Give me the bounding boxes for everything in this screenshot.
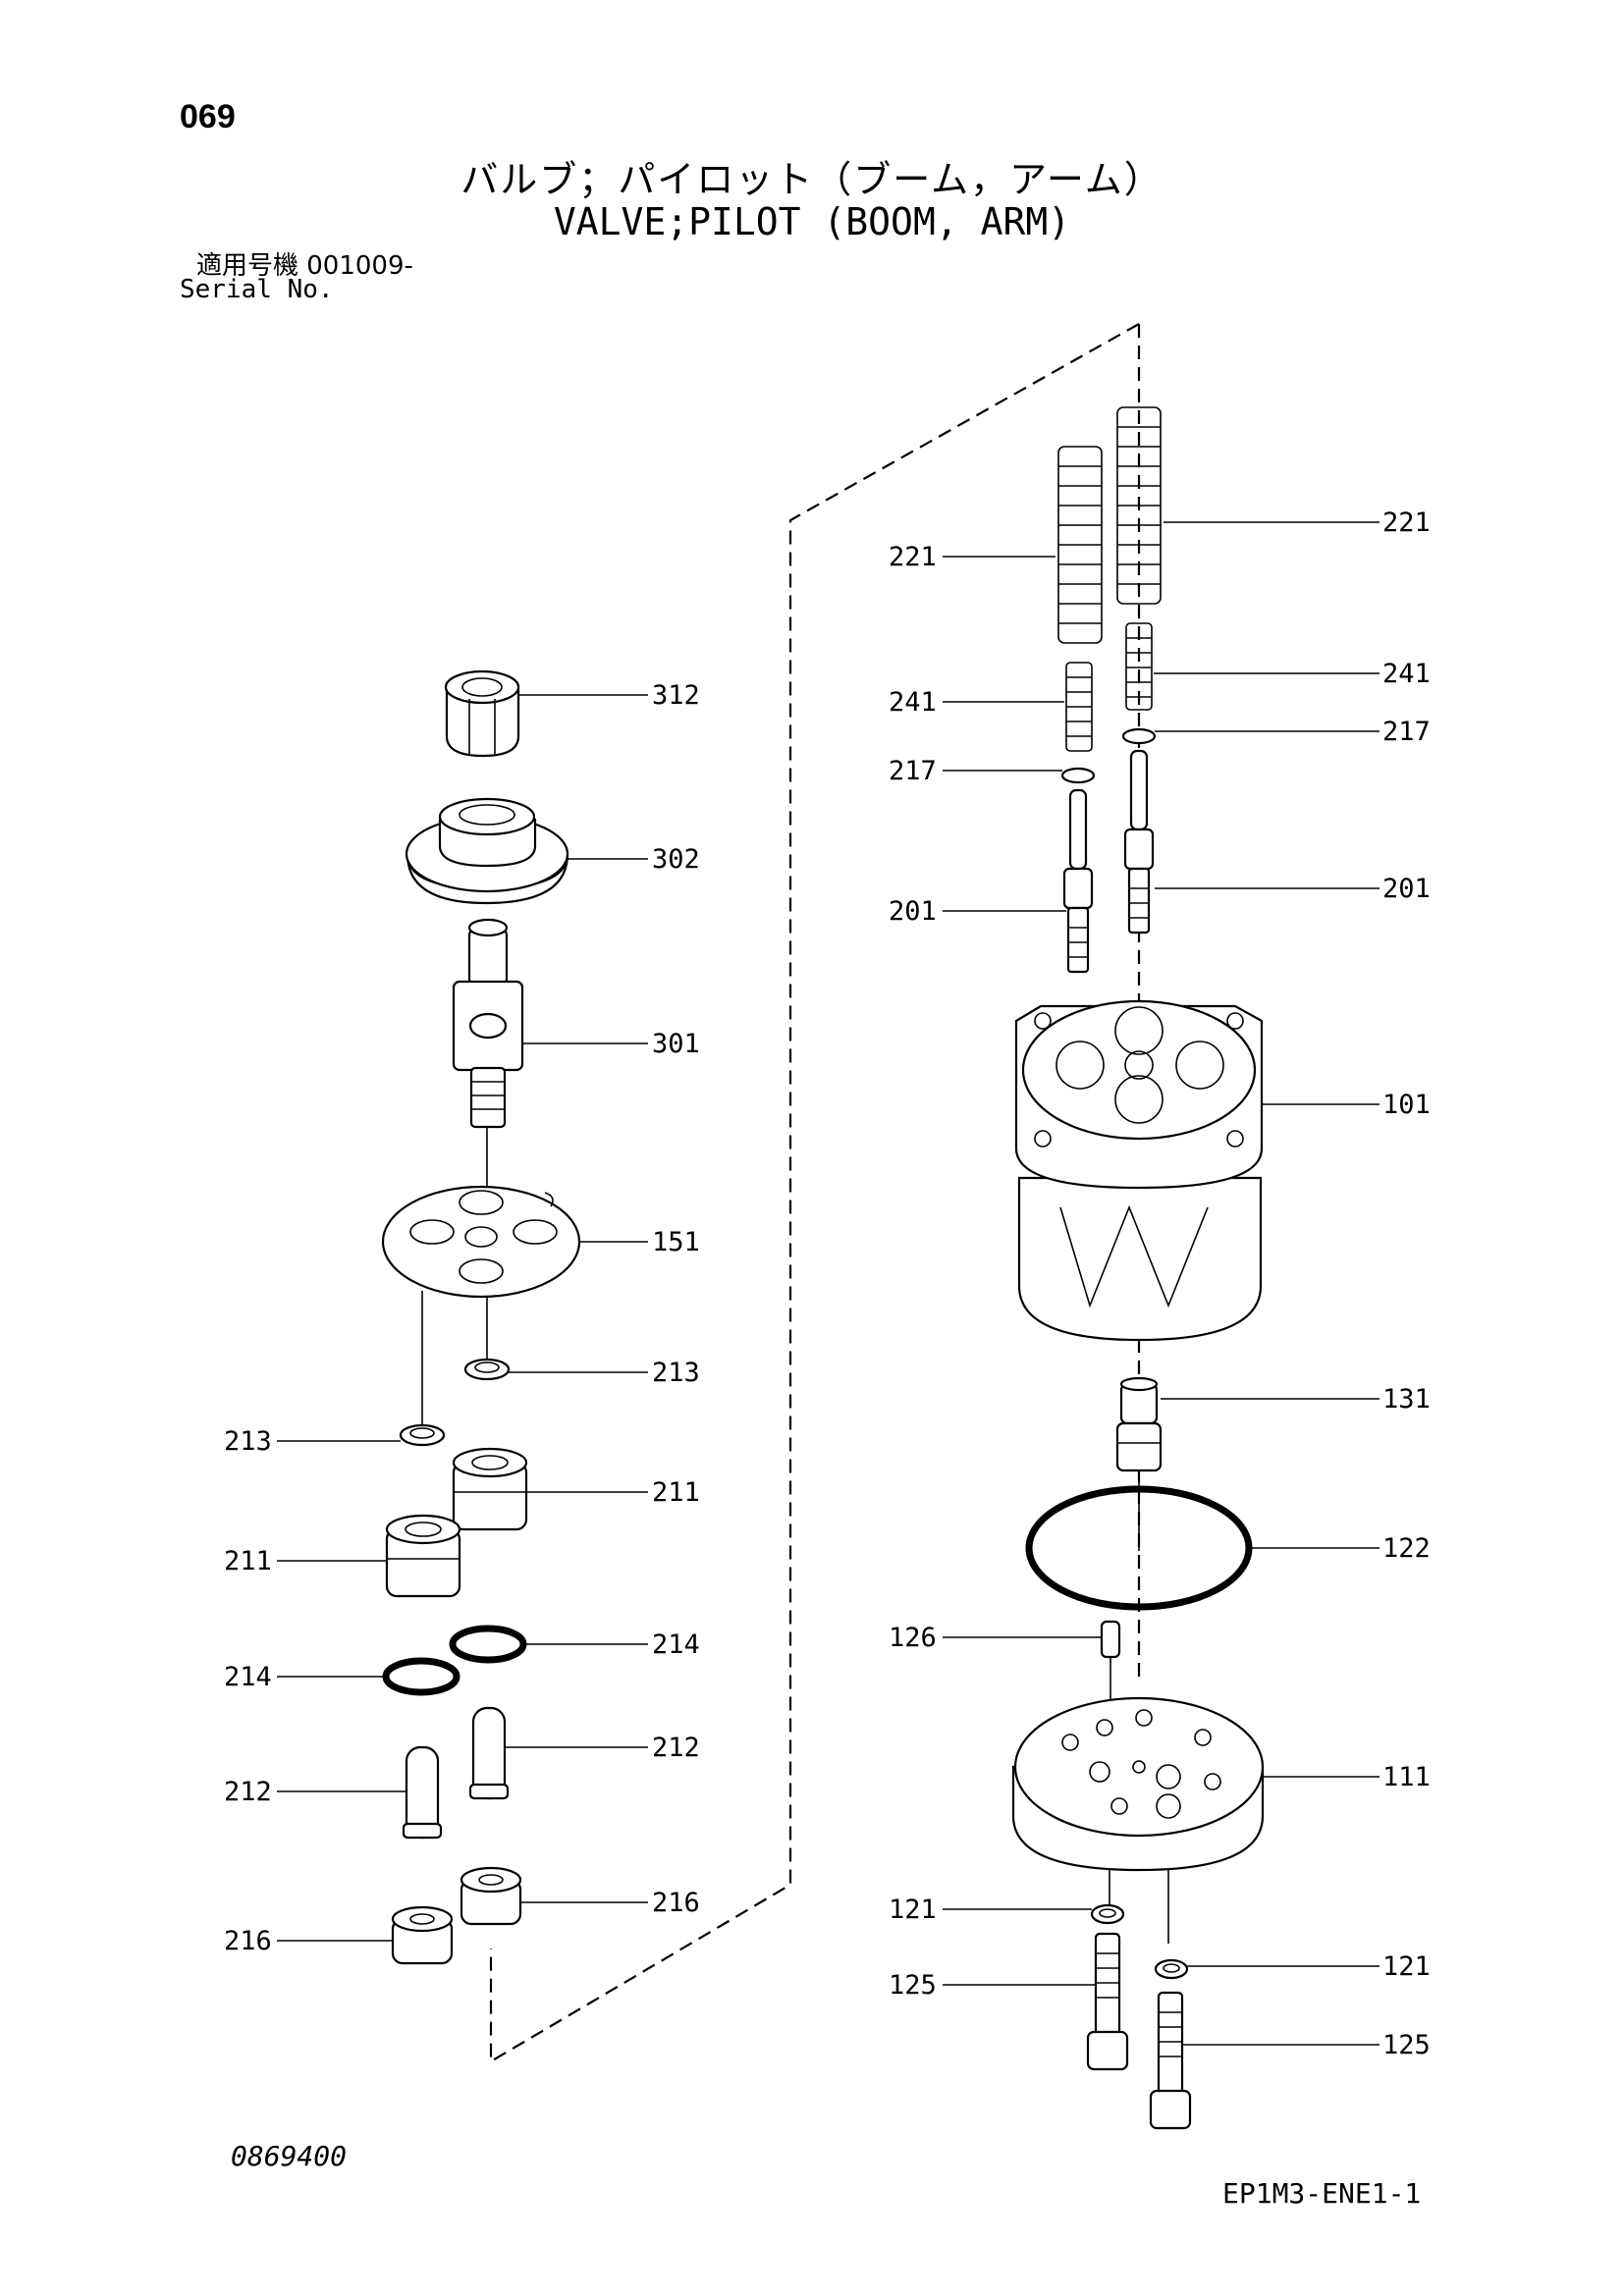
part-211-plug-left	[385, 1514, 461, 1598]
part-214-o-ring-right	[449, 1625, 527, 1664]
part-216-cap-left	[391, 1905, 454, 1965]
part-201-spool-right	[1123, 749, 1155, 934]
callout-216-left: 216	[224, 1926, 272, 1956]
callout-126: 126	[889, 1623, 937, 1653]
part-121-washer-left	[1090, 1903, 1125, 1925]
callout-221-right: 221	[1382, 507, 1431, 538]
callout-121-right: 121	[1382, 1951, 1431, 1982]
part-241-spring-right	[1125, 622, 1153, 711]
callout-217-right: 217	[1382, 717, 1431, 747]
serial-label-english: Serial No.	[180, 275, 334, 304]
callout-213-left: 213	[224, 1426, 272, 1457]
callout-125-left: 125	[889, 1970, 937, 2001]
callout-125-right: 125	[1382, 2030, 1431, 2060]
part-221-spring-left	[1057, 446, 1103, 644]
callout-301: 301	[652, 1029, 700, 1059]
callout-214-left: 214	[224, 1662, 272, 1692]
part-131-plug	[1115, 1376, 1163, 1472]
part-151-plate	[381, 1185, 581, 1428]
part-241-spring-left	[1065, 662, 1093, 752]
callout-201-right: 201	[1382, 874, 1431, 904]
part-213-seal-left	[399, 1423, 446, 1447]
callout-201-left: 201	[889, 896, 937, 927]
callout-216-right: 216	[652, 1888, 700, 1918]
callout-212-left: 212	[224, 1777, 272, 1807]
drawing-number: 0869400	[231, 2140, 348, 2172]
part-212-pin-left	[402, 1745, 443, 1840]
page-number: 069	[180, 98, 236, 135]
part-217-washer-left	[1060, 767, 1096, 784]
callout-131: 131	[1382, 1384, 1431, 1415]
serial-label-japanese: 適用号機 001009-	[196, 251, 413, 281]
part-214-o-ring-left	[382, 1657, 460, 1696]
part-125-bolt-left	[1086, 1932, 1129, 2071]
part-312-hex-nut	[444, 669, 520, 758]
document-code: EP1M3-ENE1-1	[1222, 2177, 1422, 2210]
callout-212-right: 212	[652, 1733, 700, 1763]
page-title-english: VALVE;PILOT (BOOM, ARM)	[553, 200, 1071, 243]
assembly-dashed-boundary-outline	[489, 323, 1140, 2063]
part-211-plug-right	[452, 1447, 528, 1531]
part-301-joint	[452, 918, 524, 1188]
callout-121-left: 121	[889, 1895, 937, 1925]
part-101-casing	[1014, 999, 1264, 1342]
part-125-bolt-right	[1149, 1991, 1192, 2130]
callout-312: 312	[652, 680, 700, 711]
part-217-washer-right	[1121, 727, 1157, 745]
part-201-spool-left	[1062, 788, 1094, 974]
callout-241-left: 241	[889, 687, 937, 718]
part-216-cap-right	[460, 1866, 522, 1926]
callout-211-right: 211	[652, 1477, 700, 1508]
callout-221-left: 221	[889, 542, 937, 572]
part-213-seal-right	[463, 1358, 511, 1381]
part-212-pin-right	[468, 1706, 510, 1800]
part-121-washer-right	[1154, 1958, 1189, 1980]
callout-101: 101	[1382, 1090, 1431, 1120]
callout-302: 302	[652, 844, 700, 875]
part-302-plate	[405, 797, 569, 905]
part-111-cover	[1011, 1696, 1265, 1944]
callout-111: 111	[1382, 1762, 1431, 1792]
callout-211-left: 211	[224, 1546, 272, 1576]
callout-214-right: 214	[652, 1629, 700, 1660]
callout-122: 122	[1382, 1533, 1431, 1564]
callout-213-right: 213	[652, 1358, 700, 1388]
callout-241-right: 241	[1382, 659, 1431, 689]
leader-lines	[277, 521, 1380, 2046]
callout-217-left: 217	[889, 756, 937, 786]
part-221-spring-right	[1116, 406, 1162, 605]
callout-151: 151	[652, 1227, 700, 1257]
page-title-japanese: バルブ；パイロット（ブーム，アーム）	[460, 158, 1164, 201]
